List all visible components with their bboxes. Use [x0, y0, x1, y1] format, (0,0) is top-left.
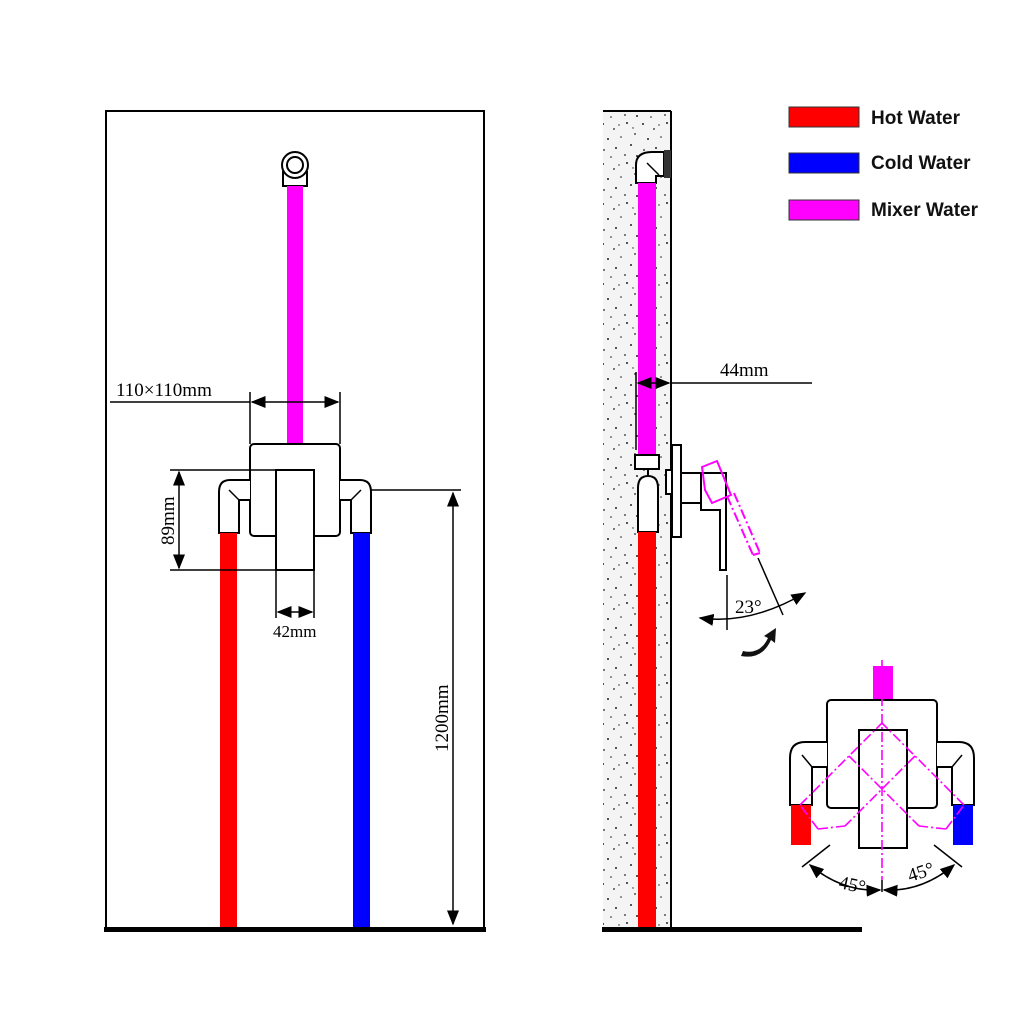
legend-item-hot: Hot Water: [788, 106, 961, 129]
detail-hot-pipe: [791, 805, 811, 845]
mixer-pipe-side: [638, 183, 656, 455]
top-outlet-icon: [281, 151, 309, 187]
hot-elbow: [218, 479, 250, 534]
rotate-arrow-icon: [741, 628, 776, 657]
handle-angle-label: 23°: [735, 597, 762, 618]
side-top-elbow: [635, 151, 665, 184]
detail-rotation-guides: [799, 660, 965, 880]
hot-pipe-side: [638, 532, 656, 927]
legend-item-cold: Cold Water: [788, 152, 971, 174]
front-view: 110×110mm 89mm 42mm 1200mm: [104, 110, 486, 932]
hot-swatch: [788, 106, 860, 128]
mixer-pipe-front: [287, 186, 303, 444]
handle-front: [275, 469, 315, 571]
hot-pipe-front: [220, 533, 237, 927]
right-angle-label: 45°: [905, 859, 937, 887]
plate-size-label: 110×110mm: [116, 380, 212, 401]
floor-line: [104, 927, 486, 932]
valve-body-side: [637, 474, 659, 533]
left-angle-label: 45°: [837, 872, 867, 898]
detail-cold-pipe: [953, 805, 973, 845]
detail-mixer-pipe: [873, 666, 893, 701]
handle-rotated-outline: [700, 459, 761, 556]
handle-side: [700, 472, 727, 571]
detail-view: 45° 45°: [789, 660, 975, 898]
wall-depth-label: 44mm: [720, 360, 769, 381]
handle-width-label: 42mm: [273, 622, 316, 641]
body-height-label: 89mm: [158, 496, 179, 545]
cold-swatch: [788, 152, 860, 174]
side-view: 44mm 23°: [602, 110, 862, 932]
mixer-swatch: [788, 199, 860, 221]
svg-text:Mixer Water: Mixer Water: [871, 200, 979, 221]
legend-item-mixer: Mixer Water: [788, 199, 979, 221]
svg-text:Cold Water: Cold Water: [871, 153, 971, 174]
svg-text:Hot Water: Hot Water: [871, 108, 961, 129]
floor-line-side: [602, 927, 862, 932]
legend: Hot Water Cold Water Mixer Water: [788, 106, 979, 221]
cold-pipe-front: [353, 533, 370, 927]
install-height-label: 1200mm: [432, 684, 453, 752]
cold-elbow: [340, 479, 372, 534]
cover-plate-side: [671, 444, 682, 538]
